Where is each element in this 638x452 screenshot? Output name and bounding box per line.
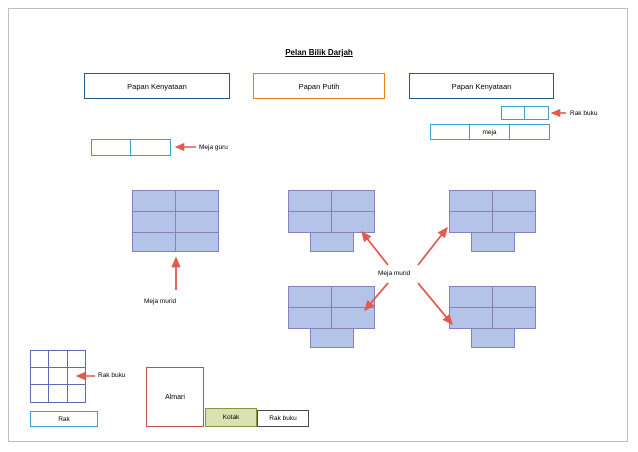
desk-unit [132, 190, 176, 212]
desk-unit [492, 190, 536, 212]
almari-shape[interactable]: Almari [146, 367, 204, 427]
desk-unit [331, 286, 375, 308]
board-papan-putih[interactable]: Papan Putih [253, 73, 385, 99]
meja-cell [430, 124, 470, 140]
desk-unit [288, 211, 332, 233]
meja-guru-cell [130, 139, 171, 156]
shelf-cell [48, 366, 68, 386]
desk-unit [310, 328, 354, 348]
rak-buku-cell [501, 106, 525, 120]
page-title: Pelan Bilik Darjah [285, 48, 353, 57]
desk-unit [288, 190, 332, 212]
page-border [8, 8, 628, 442]
shelf-cell [66, 349, 87, 368]
rak-buku-left-shape[interactable] [29, 349, 87, 403]
desk-cluster-bottom-right[interactable] [449, 286, 537, 348]
desk-unit [492, 211, 536, 233]
board-label: Papan Putih [298, 81, 340, 91]
desk-unit [492, 307, 536, 329]
label-rak-buku-left: Rak buku [98, 372, 126, 379]
desk-unit [132, 232, 176, 252]
desk-cluster-bottom-center[interactable] [288, 286, 376, 348]
meja-guru-cell [91, 139, 131, 156]
shelf-cell [48, 349, 68, 368]
desk-unit [132, 211, 176, 233]
rak-shape[interactable]: Rak [30, 411, 98, 427]
board-papan-kenyataan-right[interactable]: Papan Kenyataan [409, 73, 554, 99]
desk-unit [449, 190, 493, 212]
desk-unit [331, 211, 375, 233]
desk-unit [175, 190, 219, 212]
shelf-cell [48, 384, 68, 403]
label-meja-murid-center: Meja murid [378, 270, 411, 277]
label-rak-buku-top: Rak buku [570, 110, 598, 117]
label-meja-guru: Meja guru [199, 144, 228, 151]
shelf-cell [66, 384, 87, 403]
desk-cluster-left[interactable] [132, 190, 220, 252]
board-label: Papan Kenyataan [127, 81, 187, 91]
desk-unit [175, 232, 219, 252]
desk-unit [310, 232, 354, 252]
desk-unit [331, 307, 375, 329]
desk-unit [288, 307, 332, 329]
shelf-cell [29, 366, 50, 386]
meja-shape[interactable]: meja [430, 124, 550, 140]
rak-buku-bottom-shape[interactable]: Rak buku [257, 410, 309, 427]
label-meja-murid-left: Meja murid [144, 298, 177, 305]
desk-cluster-top-center[interactable] [288, 190, 376, 252]
meja-guru-shape[interactable] [91, 139, 171, 156]
board-label: Papan Kenyataan [451, 81, 512, 91]
kotak-shape[interactable]: Kotak [205, 408, 257, 427]
shelf-cell [29, 349, 50, 368]
board-papan-kenyataan-left[interactable]: Papan Kenyataan [84, 73, 230, 99]
desk-unit [449, 211, 493, 233]
desk-unit [492, 286, 536, 308]
shelf-cell [66, 366, 87, 386]
rak-buku-cell [524, 106, 549, 120]
shelf-cell [29, 384, 50, 403]
desk-unit [471, 232, 515, 252]
desk-cluster-top-right[interactable] [449, 190, 537, 252]
desk-unit [331, 190, 375, 212]
desk-unit [449, 286, 493, 308]
rak-buku-top-shape[interactable] [501, 106, 549, 120]
meja-cell-center: meja [469, 124, 510, 140]
meja-cell [509, 124, 550, 140]
desk-unit [449, 307, 493, 329]
desk-unit [288, 286, 332, 308]
desk-unit [175, 211, 219, 233]
desk-unit [471, 328, 515, 348]
